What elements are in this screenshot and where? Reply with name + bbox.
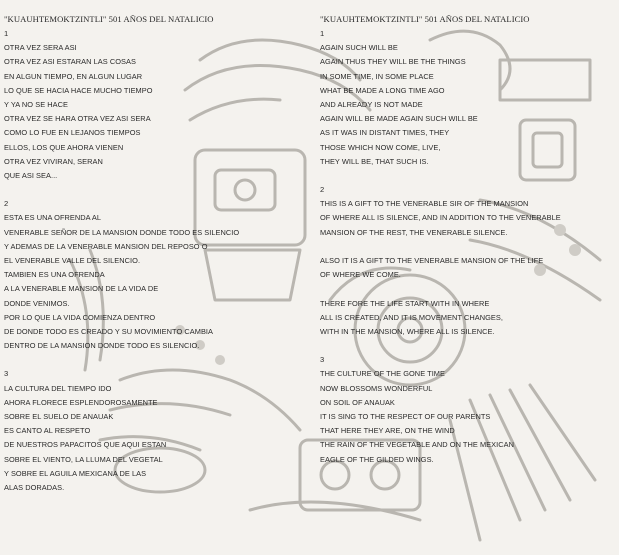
right-line: THE CULTURE OF THE GONE TIME: [320, 369, 445, 379]
right-line: AGAIN SUCH WILL BE: [320, 43, 398, 53]
right-line: IN SOME TIME, IN SOME PLACE: [320, 71, 434, 81]
left-stanza-1: 1 OTRA VEZ SERA ASI OTRA VEZ ASI ESTARAN…: [4, 27, 304, 183]
left-title: "KUAUHTEMOKTZINTLI" 501 AÑOS DEL NATALIC…: [4, 14, 214, 24]
right-line: AND ALREADY IS NOT MADE: [320, 100, 423, 110]
right-line: WHAT BE MADE A LONG TIME AGO: [320, 85, 445, 95]
left-line: LO QUE SE HACIA HACE MUCHO TIEMPO: [4, 85, 153, 95]
right-line: ALL IS CREATED, AND IT IS MOVEMENT CHANG…: [320, 312, 503, 322]
left-stanza-number: 1: [4, 29, 9, 38]
left-stanza-number: 3: [4, 369, 9, 379]
english-text-column: "KUAUHTEMOKTZINTLI" 501 AÑOS DEL NATALIC…: [320, 12, 616, 481]
left-line: VENERABLE SEÑOR DE LA MANSION DONDE TODO…: [4, 227, 240, 237]
left-line: ES CANTO AL RESPETO: [4, 426, 91, 436]
right-stanza-2: 2 THIS IS A GIFT TO THE VENERABLE SIR OF…: [320, 183, 616, 339]
right-line: OF WHERE WE COME.: [320, 270, 401, 280]
right-line: THE RAIN OF THE VEGETABLE AND ON THE MEX…: [320, 440, 514, 450]
left-line: SOBRE EL VIENTO, LA LLUMA DEL VEGETAL: [4, 454, 163, 464]
right-line: AGAIN WILL BE MADE AGAIN SUCH WILL BE: [320, 114, 478, 124]
left-line: DONDE VENIMOS.: [4, 298, 70, 308]
right-line: [320, 240, 616, 254]
spanish-text-column: "KUAUHTEMOKTZINTLI" 501 AÑOS DEL NATALIC…: [4, 12, 304, 509]
left-line: Y SOBRE EL AGUILA MEXICANA DE LAS: [4, 468, 147, 478]
left-stanza-number: 2: [4, 199, 9, 209]
left-line: Y ADEMAS DE LA VENERABLE MANSION DEL REP…: [4, 241, 208, 251]
left-line: ELLOS, LOS QUE AHORA VIENEN: [4, 142, 124, 152]
right-line: THEY WILL BE, THAT SUCH IS.: [320, 156, 429, 166]
left-line: OTRA VEZ SE HARA OTRA VEZ ASI SERA: [4, 114, 151, 124]
right-line: ALSO IT IS A GIFT TO THE VENERABLE MANSI…: [320, 256, 544, 266]
left-line: Y YA NO SE HACE: [4, 100, 69, 110]
right-line: EAGLE OF THE GILDED WINGS.: [320, 454, 434, 464]
left-line: DENTRO DE LA MANSION DONDE TODO ES SILEN…: [4, 341, 200, 351]
left-line: EL VENERABLE VALLE DEL SILENCIO.: [4, 256, 141, 266]
left-line: LA CULTURA DEL TIEMPO IDO: [4, 383, 112, 393]
left-line: SOBRE EL SUELO DE ANAUAK: [4, 412, 114, 422]
left-line: TAMBIEN ES UNA OFRENDA: [4, 270, 105, 280]
right-line: THIS IS A GIFT TO THE VENERABLE SIR OF T…: [320, 199, 529, 209]
right-line: THAT HERE THEY ARE, ON THE WIND: [320, 426, 455, 436]
right-line: IT IS SING TO THE RESPECT OF OUR PARENTS: [320, 412, 491, 422]
left-line: EN ALGUN TIEMPO, EN ALGUN LUGAR: [4, 71, 143, 81]
right-line: MANSION OF THE REST, THE VENERABLE SILEN…: [320, 227, 508, 237]
left-line: DE NUESTROS PAPACITOS QUE AQUI ESTAN: [4, 440, 167, 450]
right-line: THERE FORE THE LIFE START WITH IN WHERE: [320, 298, 490, 308]
right-line: [320, 282, 616, 296]
right-stanza-number: 1: [320, 29, 325, 38]
right-stanza-number: 2: [320, 185, 325, 195]
left-line: OTRA VEZ VIVIRAN, SERAN: [4, 156, 103, 166]
left-line: POR LO QUE LA VIDA COMIENZA DENTRO: [4, 312, 156, 322]
right-line: THOSE WHICH NOW COME, LIVE,: [320, 142, 441, 152]
left-line: OTRA VEZ ASI ESTARAN LAS COSAS: [4, 57, 136, 67]
left-line: DE DONDE TODO ES CREADO Y SU MOVIMIENTO …: [4, 327, 214, 337]
right-line: ON SOIL OF ANAUAK: [320, 397, 395, 407]
left-line: AHORA FLORECE ESPLENDOROSAMENTE: [4, 397, 158, 407]
right-line: WITH IN THE MANSION, WHERE ALL IS SILENC…: [320, 327, 495, 337]
left-line: A LA VENERABLE MANSION DE LA VIDA DE: [4, 284, 159, 294]
left-line: ALAS DORADAS.: [4, 483, 65, 493]
left-stanza-2: 2 ESTA ES UNA OFRENDA AL VENERABLE SEÑOR…: [4, 197, 304, 353]
right-line: NOW BLOSSOMS WONDERFUL: [320, 383, 433, 393]
right-title: "KUAUHTEMOKTZINTLI" 501 AÑOS DEL NATALIC…: [320, 14, 530, 24]
right-line: AGAIN THUS THEY WILL BE THE THINGS: [320, 57, 466, 67]
right-stanza-1: 1 AGAIN SUCH WILL BE AGAIN THUS THEY WIL…: [320, 27, 616, 169]
left-line: QUE ASI SEA...: [4, 171, 58, 181]
left-stanza-3: 3 LA CULTURA DEL TIEMPO IDO AHORA FLOREC…: [4, 367, 304, 495]
right-stanza-3: 3 THE CULTURE OF THE GONE TIME NOW BLOSS…: [320, 353, 616, 467]
left-line: COMO LO FUE EN LEJANOS TIEMPOS: [4, 128, 141, 138]
left-line: ESTA ES UNA OFRENDA AL: [4, 213, 102, 223]
right-line: OF WHERE ALL IS SILENCE, AND IN ADDITION…: [320, 213, 561, 223]
right-line: AS IT WAS IN DISTANT TIMES, THEY: [320, 128, 450, 138]
right-stanza-number: 3: [320, 355, 325, 365]
left-line: OTRA VEZ SERA ASI: [4, 43, 77, 53]
